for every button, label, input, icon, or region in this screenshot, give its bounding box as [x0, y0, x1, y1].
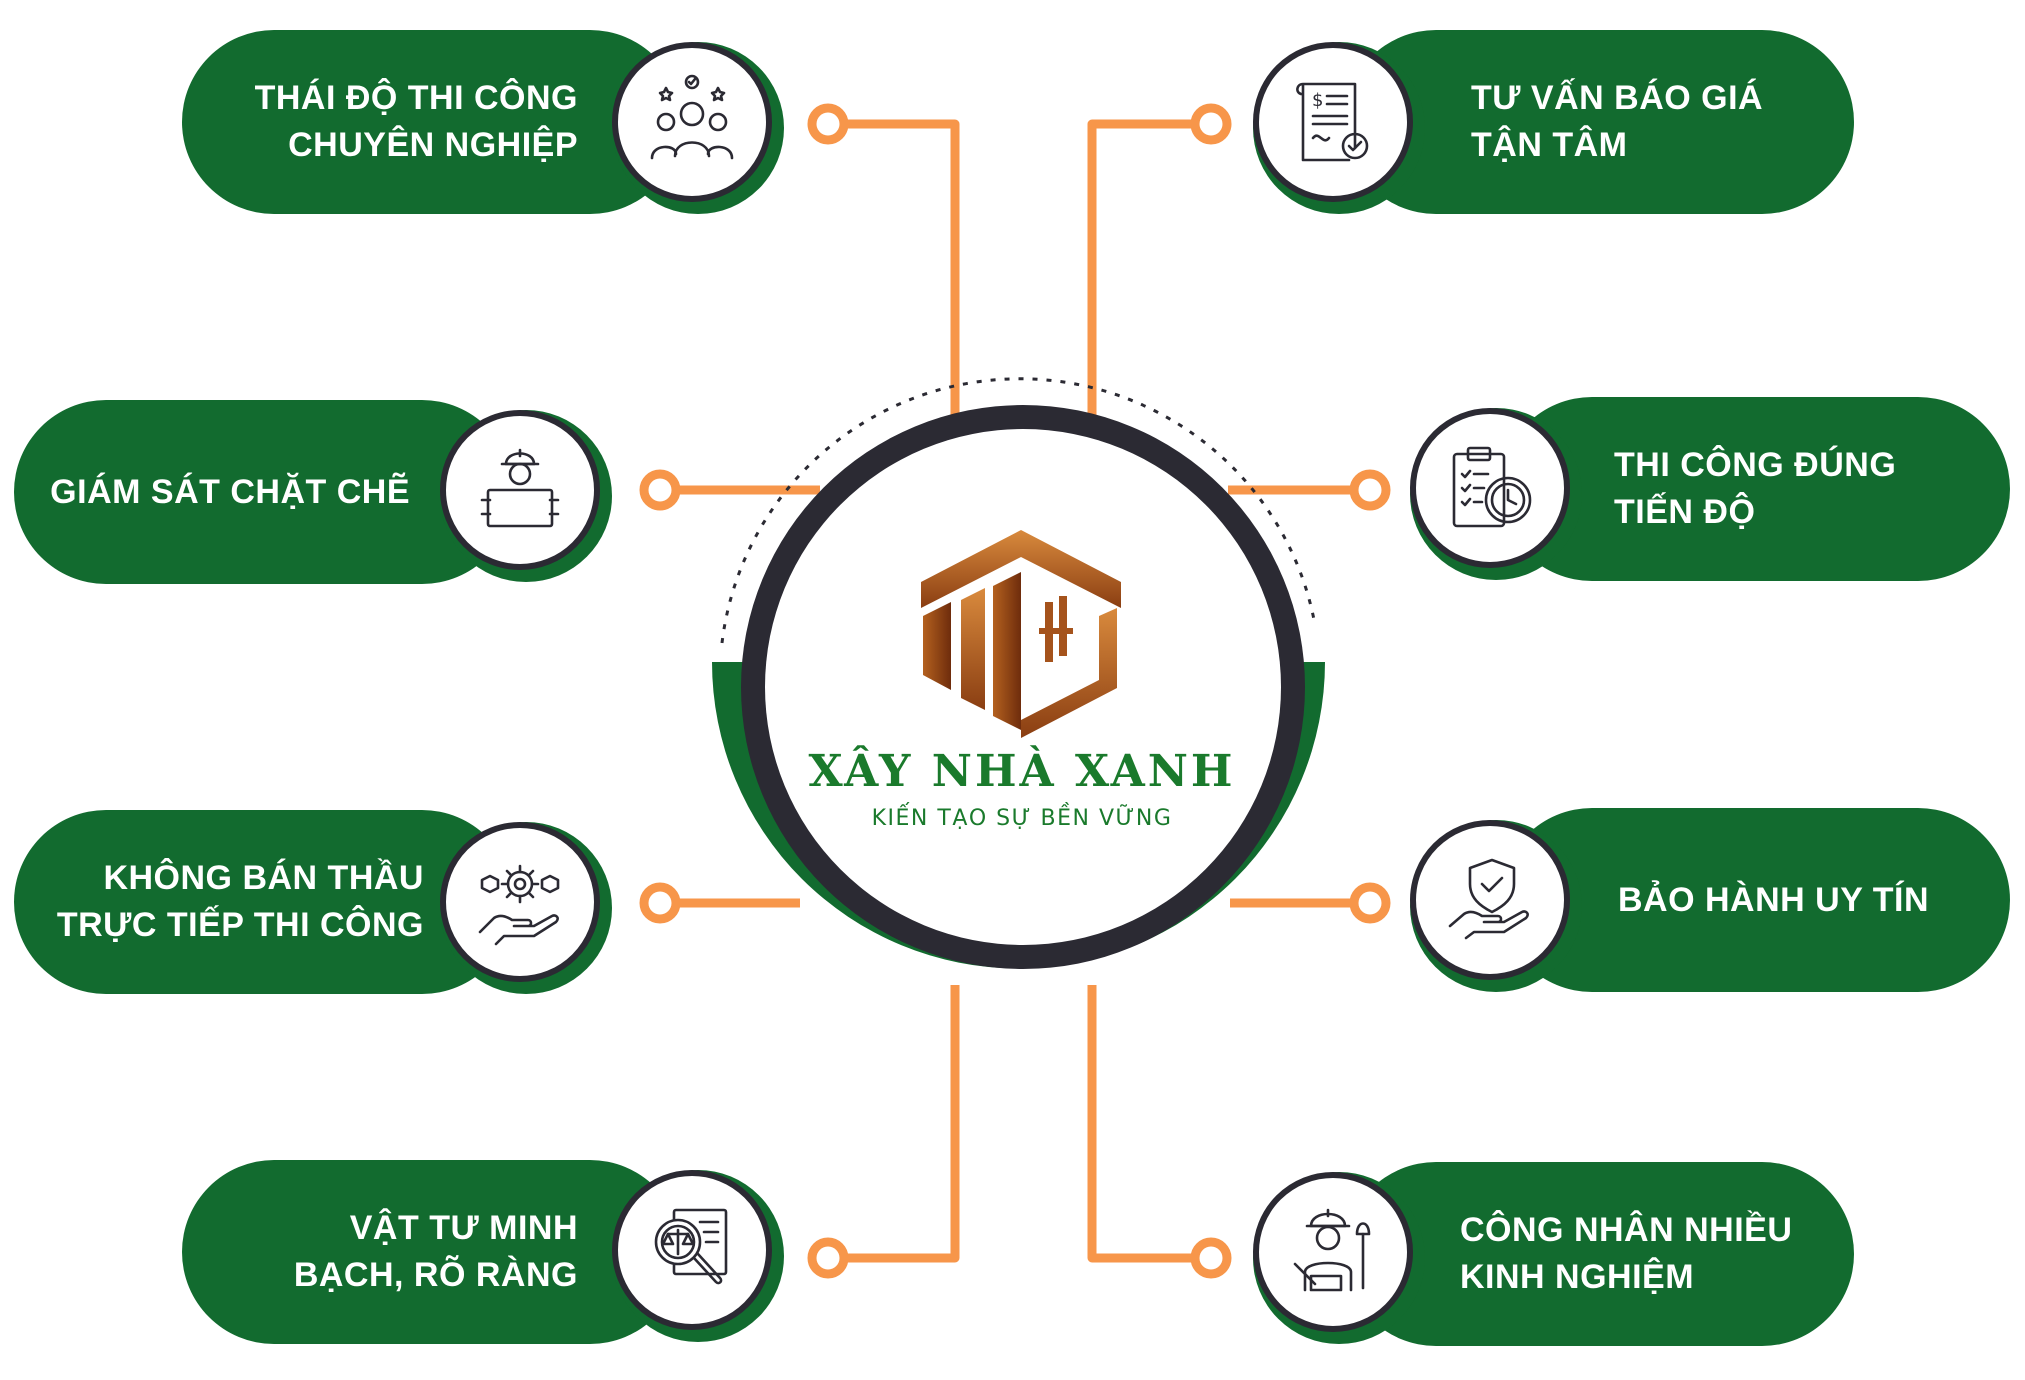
- feature-badge: [612, 42, 784, 214]
- hub-white-face: [765, 429, 1281, 945]
- connector-node: [807, 103, 849, 145]
- connector-node: [639, 469, 681, 511]
- warranty-shield-icon: [1448, 858, 1529, 940]
- feature-badge: [1410, 408, 1582, 580]
- center-hub: [712, 377, 1325, 969]
- feature-label-line: CHUYÊN NGHIỆP: [288, 126, 578, 164]
- connector-node: [1349, 469, 1391, 511]
- feature-card-reliable-warranty: BẢO HÀNH UY TÍN: [1500, 808, 2010, 992]
- connector-node: [639, 882, 681, 924]
- feature-badge: [1253, 1172, 1425, 1344]
- transparent-material-icon: [654, 1208, 728, 1285]
- feature-label-line: BẠCH, RÕ RÀNG: [293, 1256, 578, 1294]
- connector-node: [1190, 103, 1232, 145]
- schedule-clipboard-icon: [1452, 446, 1532, 528]
- brand-logo-icon: [921, 530, 1121, 738]
- connector-node: [1349, 882, 1391, 924]
- connector-node: [807, 1237, 849, 1279]
- feature-label-line: TIẾN ĐỘ: [1614, 493, 1756, 531]
- feature-card-no-subcontracting: KHÔNG BÁN THẦU TRỰC TIẾP THI CÔNG: [14, 810, 514, 994]
- feature-label-line: GIÁM SÁT CHẶT CHẼ: [50, 472, 410, 511]
- feature-card-professional-attitude: THÁI ĐỘ THI CÔNG CHUYÊN NGHIỆP: [182, 30, 682, 214]
- feature-badge: [612, 1170, 784, 1342]
- feature-card-on-schedule: THI CÔNG ĐÚNG TIẾN ĐỘ: [1500, 397, 2010, 581]
- feature-label-line: TRỰC TIẾP THI CÔNG: [56, 906, 424, 944]
- feature-card-strict-supervision: GIÁM SÁT CHẶT CHẼ: [14, 400, 514, 584]
- brand-slogan: KIẾN TẠO SỰ BỀN VỮNG: [871, 806, 1173, 831]
- feature-card-experienced-workers: CÔNG NHÂN NHIỀU KINH NGHIỆM: [1344, 1162, 1854, 1346]
- connector-line: [844, 985, 960, 1263]
- connector-line: [1087, 119, 1211, 420]
- feature-label-line: BẢO HÀNH UY TÍN: [1618, 880, 1929, 919]
- quotation-document-icon: $: [1296, 82, 1369, 162]
- svg-text:$: $: [1312, 90, 1323, 111]
- feature-badge: [440, 822, 612, 994]
- connector-line: [844, 119, 960, 420]
- feature-badge: [1410, 820, 1582, 992]
- supervisor-worker-icon: [480, 448, 560, 528]
- feature-card-dedicated-quotation: TƯ VẤN BÁO GIÁ TẬN TÂM: [1344, 30, 1854, 214]
- hand-gear-icon: [478, 864, 560, 946]
- feature-card-transparent-materials: VẬT TƯ MINH BẠCH, RÕ RÀNG: [182, 1160, 682, 1344]
- connector-node: [1190, 1237, 1232, 1279]
- brand-name: XÂY NHÀ XANH: [808, 746, 1236, 797]
- feature-label-line: KHÔNG BÁN THẦU: [103, 859, 424, 897]
- feature-label-line: CÔNG NHÂN NHIỀU: [1460, 1211, 1793, 1249]
- connector-line: [1087, 985, 1211, 1263]
- feature-label-line: TƯ VẤN BÁO GIÁ: [1471, 79, 1764, 117]
- feature-label-line: KINH NGHIỆM: [1460, 1258, 1695, 1296]
- feature-label-line: THI CÔNG ĐÚNG: [1614, 446, 1897, 484]
- feature-badge: $: [1253, 42, 1425, 214]
- team-rating-icon: [650, 74, 734, 160]
- experienced-worker-icon: [1293, 1208, 1371, 1292]
- feature-label-line: THÁI ĐỘ THI CÔNG: [254, 79, 578, 117]
- feature-label-line: TẬN TÂM: [1471, 126, 1628, 164]
- feature-badge: [440, 410, 612, 582]
- feature-label-line: VẬT TƯ MINH: [349, 1209, 578, 1247]
